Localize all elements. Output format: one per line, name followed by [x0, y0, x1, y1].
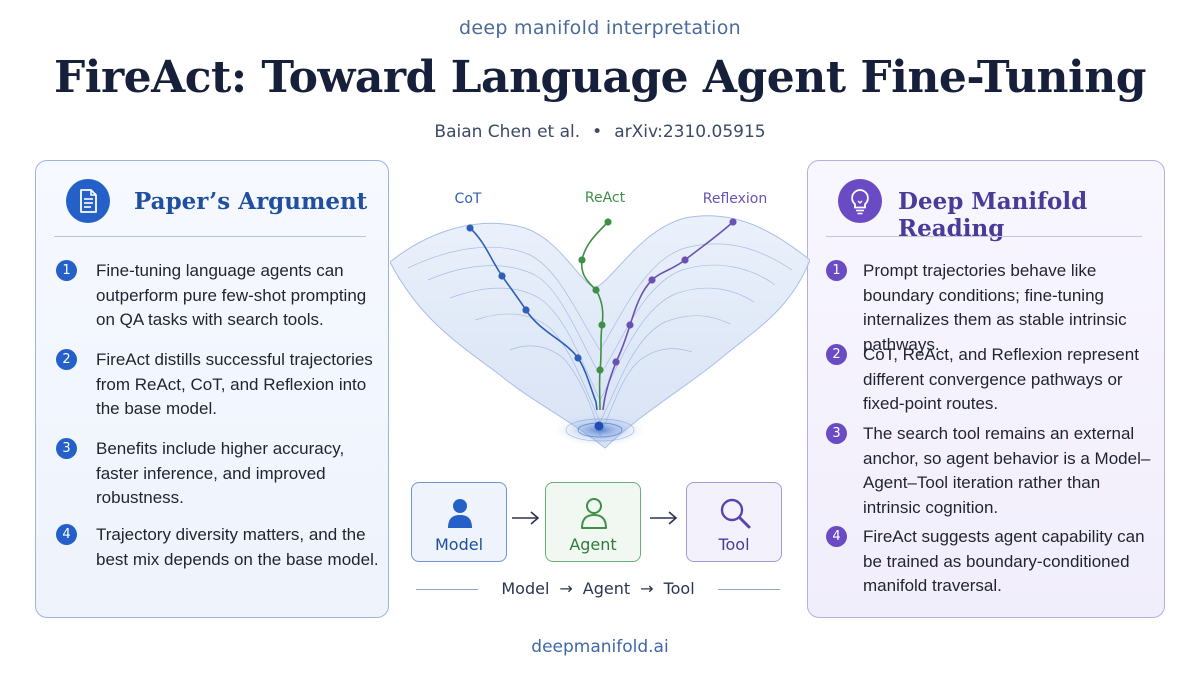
- trajectory-node: [592, 286, 600, 294]
- papers-argument-panel: Paper’s Argument 1 Fine-tuning language …: [35, 160, 389, 618]
- panel-header: Deep Manifold Reading: [808, 161, 1164, 242]
- lightbulb-icon: [838, 179, 882, 223]
- panel-title: Paper’s Argument: [134, 188, 368, 215]
- footer-site: deepmanifold.ai: [531, 637, 669, 657]
- path-label-reflexion: Reflexion: [703, 191, 768, 207]
- panel-title: Deep Manifold Reading: [898, 188, 1088, 242]
- person-icon: [448, 499, 472, 528]
- agent-person-icon: [581, 498, 607, 529]
- item-text: Benefits include higher accuracy, faster…: [96, 439, 345, 507]
- trajectory-node: [578, 256, 586, 264]
- byline: Baian Chen et al. • arXiv:2310.05915: [0, 122, 1200, 142]
- item-number: 1: [56, 260, 77, 281]
- trajectory-node: [596, 366, 604, 374]
- flow-arrow: →: [559, 579, 573, 598]
- byline-separator: •: [592, 122, 603, 142]
- item-text: The search tool remains an external anch…: [863, 424, 1151, 517]
- model-box: Model: [411, 482, 507, 562]
- trajectory-node: [729, 218, 737, 226]
- reflexion-trajectory: [602, 221, 734, 411]
- item-text: Prompt trajectories behave like boundary…: [863, 261, 1127, 354]
- trajectory-node: [466, 224, 474, 232]
- panel-header: Paper’s Argument: [36, 161, 388, 237]
- item-number: 2: [826, 344, 847, 365]
- agent-box: Agent: [545, 482, 641, 562]
- item-text: Trajectory diversity matters, and the be…: [96, 525, 379, 569]
- trajectory-node: [598, 321, 606, 329]
- item-number: 3: [826, 423, 847, 444]
- item-text: FireAct distills successful trajectories…: [96, 350, 373, 418]
- item-number: 2: [56, 349, 77, 370]
- item-text: FireAct suggests agent capability can be…: [863, 527, 1145, 595]
- trajectory-node: [612, 358, 620, 366]
- divider: [54, 236, 366, 237]
- trajectory-node: [604, 218, 612, 226]
- path-label-cot: CoT: [455, 191, 482, 207]
- deep-manifold-reading-panel: Deep Manifold Reading 1 Prompt trajector…: [807, 160, 1165, 618]
- trajectory-node: [498, 272, 506, 280]
- document-icon: [66, 179, 110, 223]
- agent-label: Agent: [569, 535, 617, 554]
- tool-label: Tool: [718, 535, 750, 554]
- tool-box: Tool: [686, 482, 782, 562]
- flow-step: Agent: [582, 579, 631, 598]
- item-number: 3: [56, 438, 77, 459]
- arxiv-id: arXiv:2310.05915: [614, 122, 766, 142]
- fixed-point: [594, 421, 604, 431]
- flow-arrow: →: [640, 579, 654, 598]
- flow-caption: Model → Agent → Tool: [478, 579, 718, 598]
- arrow-icon: [512, 511, 540, 525]
- item-number: 4: [826, 526, 847, 547]
- authors: Baian Chen et al.: [434, 122, 581, 142]
- manifold-diagram: CoT ReAct Reflexion: [390, 190, 810, 449]
- flow-rule-right: [718, 589, 780, 590]
- arrow-icon: [650, 511, 678, 525]
- react-trajectory: [580, 221, 609, 411]
- flow-step: Tool: [663, 579, 695, 598]
- trajectory-node: [574, 354, 582, 362]
- trajectory-node: [522, 306, 530, 314]
- divider: [826, 236, 1142, 237]
- trajectory-node: [681, 256, 689, 264]
- manifold-surface: [390, 215, 810, 449]
- trajectory-node: [648, 276, 656, 284]
- flow-step: Model: [501, 579, 550, 598]
- trajectory-node: [626, 321, 634, 329]
- path-label-react: ReAct: [585, 190, 626, 206]
- magnifier-icon: [720, 498, 751, 529]
- item-text: CoT, ReAct, and Reflexion represent diff…: [863, 345, 1139, 413]
- item-number: 4: [56, 524, 77, 545]
- page-title: FireAct: Toward Language Agent Fine-Tuni…: [53, 52, 1147, 103]
- item-number: 1: [826, 260, 847, 281]
- model-label: Model: [434, 535, 484, 554]
- series-label: deep manifold interpretation: [458, 17, 741, 39]
- item-text: Fine-tuning language agents can outperfo…: [96, 261, 367, 329]
- flow-rule-left: [416, 589, 478, 590]
